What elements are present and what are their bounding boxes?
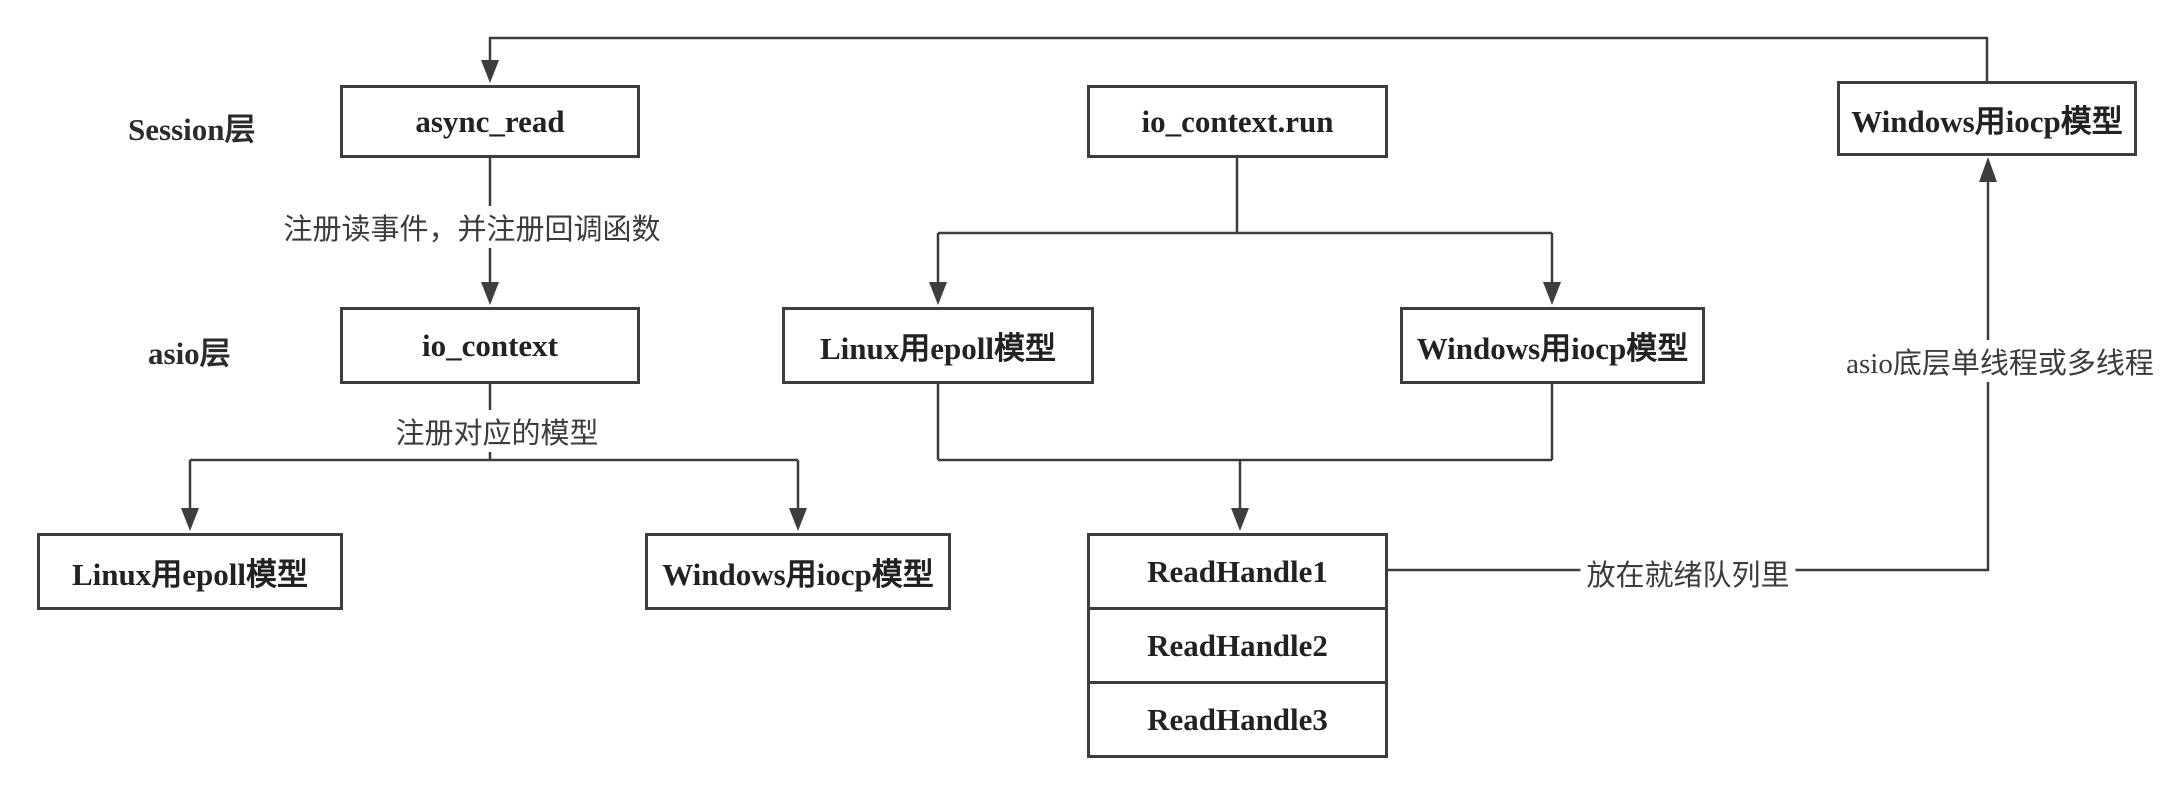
box-windows-iocp-model-top-right: Windows用iocp模型: [1837, 81, 2137, 156]
box-windows-iocp-model-middle: Windows用iocp模型: [1400, 307, 1705, 384]
read-handle-queue: ReadHandle1 ReadHandle2 ReadHandle3: [1087, 533, 1388, 758]
arrowhead-into-windows-iocp-top: [1979, 157, 1997, 182]
session-layer-label: Session层: [128, 112, 256, 147]
queue-row-read-handle-2: ReadHandle2: [1090, 607, 1385, 681]
annotation-ready-queue: 放在就绪队列里: [1580, 552, 1796, 594]
arrowhead-into-windows-iocp-left: [789, 508, 807, 531]
queue-row-read-handle-1: ReadHandle1: [1147, 553, 1328, 589]
queue-row-read-handle-3: ReadHandle3: [1090, 681, 1385, 755]
arrowhead-into-linux-epoll-left: [181, 508, 199, 531]
arrowhead-into-async-read: [481, 60, 499, 83]
annotation-register-read-event: 注册读事件，并注册回调函数: [277, 206, 667, 248]
box-io-context: io_context: [340, 307, 640, 384]
annotation-asio-threads: asio底层单线程或多线程: [1840, 340, 2160, 382]
box-windows-iocp-model-left: Windows用iocp模型: [645, 533, 951, 610]
arrowhead-into-linux-epoll-mid: [929, 282, 947, 305]
line-loop-top: [488, 36, 1989, 81]
asio-layer-label: asio层: [148, 336, 231, 371]
annotation-register-model: 注册对应的模型: [389, 410, 605, 452]
box-linux-epoll-model-left: Linux用epoll模型: [37, 533, 343, 610]
line-run-split: [936, 158, 1554, 283]
arrowhead-into-windows-iocp-mid: [1543, 282, 1561, 305]
arrowhead-into-io-context: [481, 282, 499, 305]
box-async-read: async_read: [340, 85, 640, 158]
arrowhead-into-read-handle: [1231, 508, 1249, 531]
box-io-context-run: io_context.run: [1087, 85, 1388, 158]
box-linux-epoll-model-middle: Linux用epoll模型: [782, 307, 1094, 384]
line-merge-to-queue: [936, 384, 1554, 509]
